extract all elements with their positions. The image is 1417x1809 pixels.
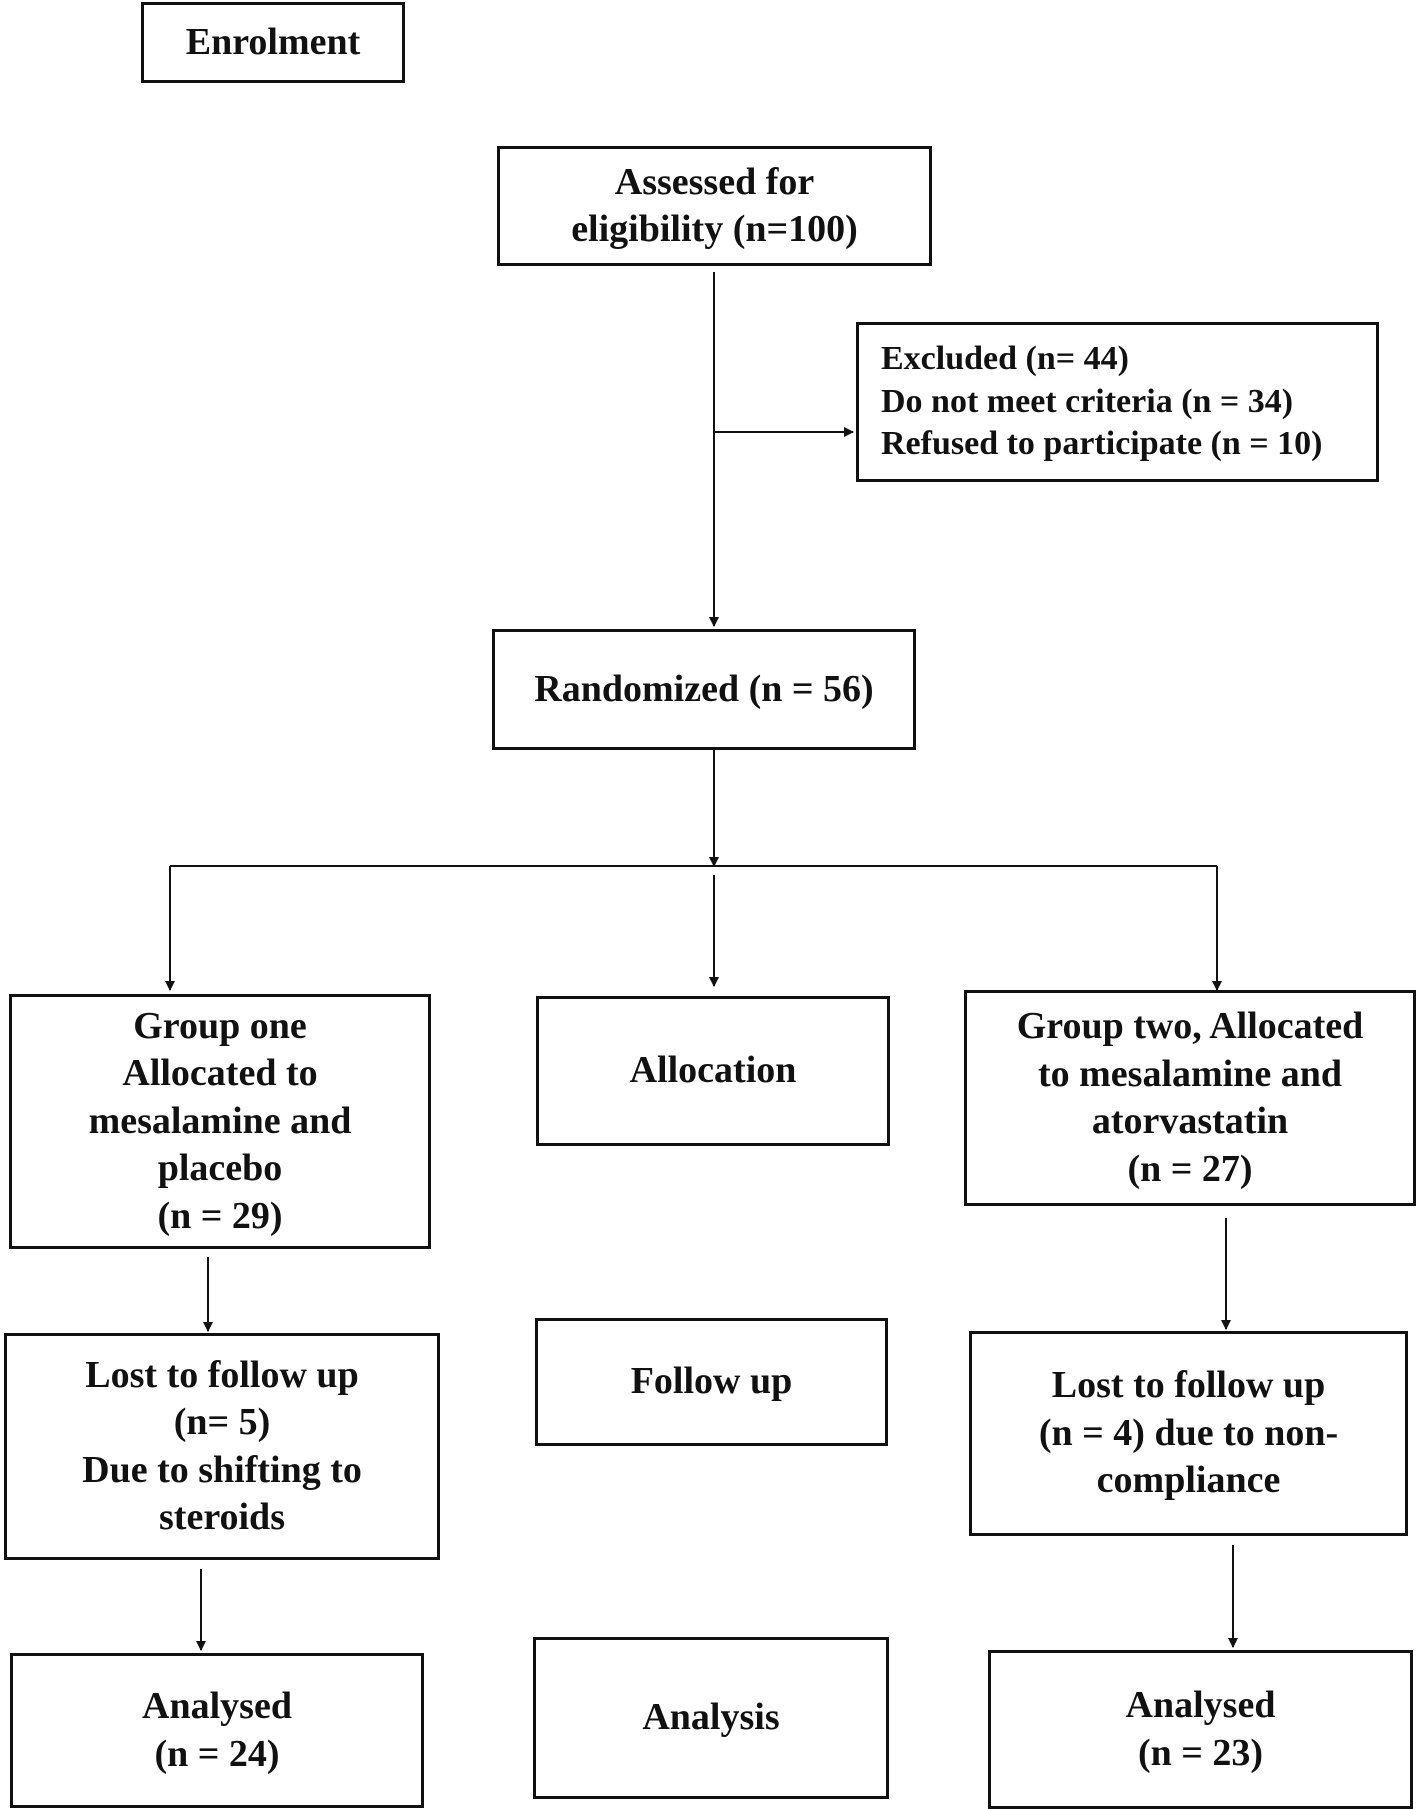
group-one-box: Group one Allocated to mesalamine and pl… [9, 994, 431, 1249]
group-one-line-4: placebo [157, 1147, 283, 1190]
assessed-box: Assessed for eligibility (n=100) [497, 146, 932, 266]
lost-left-line-1: Lost to follow up [85, 1353, 359, 1396]
randomized-box: Randomized (n = 56) [492, 629, 916, 750]
group-two-line-3: atorvastatin [1091, 1100, 1289, 1142]
enrolment-label-box: Enrolment [141, 2, 405, 83]
lost-left-line-2: (n= 5) [173, 1401, 271, 1443]
group-two-line-1: Group two, Allocated [1016, 1005, 1364, 1047]
follow-up-box: Follow up [535, 1318, 888, 1446]
excluded-line-1: Excluded (n= 44) [881, 340, 1129, 378]
lost-left-line-3: Due to shifting to [82, 1448, 362, 1491]
analysed-left-line-1: Analysed [142, 1685, 292, 1727]
group-one-line-1: Group one [133, 1004, 307, 1047]
lost-right-line-1: Lost to follow up [1051, 1364, 1326, 1407]
group-one-line-2: Allocated to [122, 1052, 318, 1095]
group-two-line-2: to mesalamine and [1038, 1052, 1342, 1095]
follow-up-label: Follow up [630, 1360, 793, 1403]
assessed-line-2: eligibility (n=100) [571, 208, 858, 250]
excluded-line-2: Do not meet criteria (n = 34) [881, 382, 1294, 420]
lost-followup-right-box: Lost to follow up (n = 4) due to non- co… [969, 1331, 1408, 1536]
analysed-right-line-2: (n = 23) [1137, 1731, 1264, 1774]
lost-right-line-2: (n = 4) due to non- [1038, 1411, 1339, 1454]
group-one-line-5: (n = 29) [157, 1194, 283, 1237]
analysed-right-box: Analysed (n = 23) [988, 1650, 1413, 1809]
allocation-label: Allocation [629, 1049, 797, 1092]
randomized-label: Randomized (n = 56) [534, 667, 874, 710]
analysis-label: Analysis [642, 1696, 780, 1739]
lost-right-line-3: compliance [1096, 1459, 1281, 1502]
excluded-box: Excluded (n= 44) Do not meet criteria (n… [856, 322, 1379, 482]
assessed-line-1: Assessed for [614, 160, 815, 203]
group-two-box: Group two, Allocated to mesalamine and a… [964, 990, 1416, 1206]
analysed-left-box: Analysed (n = 24) [10, 1653, 424, 1808]
analysed-left-line-2: (n = 24) [154, 1732, 280, 1775]
lost-left-line-4: steroids [159, 1496, 285, 1538]
group-two-line-4: (n = 27) [1127, 1147, 1253, 1190]
analysis-box: Analysis [533, 1637, 889, 1799]
lost-followup-left-box: Lost to follow up (n= 5) Due to shifting… [4, 1333, 440, 1560]
excluded-line-3: Refused to participate (n = 10) [881, 425, 1323, 463]
analysed-right-line-1: Analysed [1125, 1684, 1276, 1726]
group-one-line-3: mesalamine and [88, 1099, 352, 1142]
allocation-box: Allocation [536, 996, 890, 1146]
enrolment-label: Enrolment [185, 20, 361, 63]
